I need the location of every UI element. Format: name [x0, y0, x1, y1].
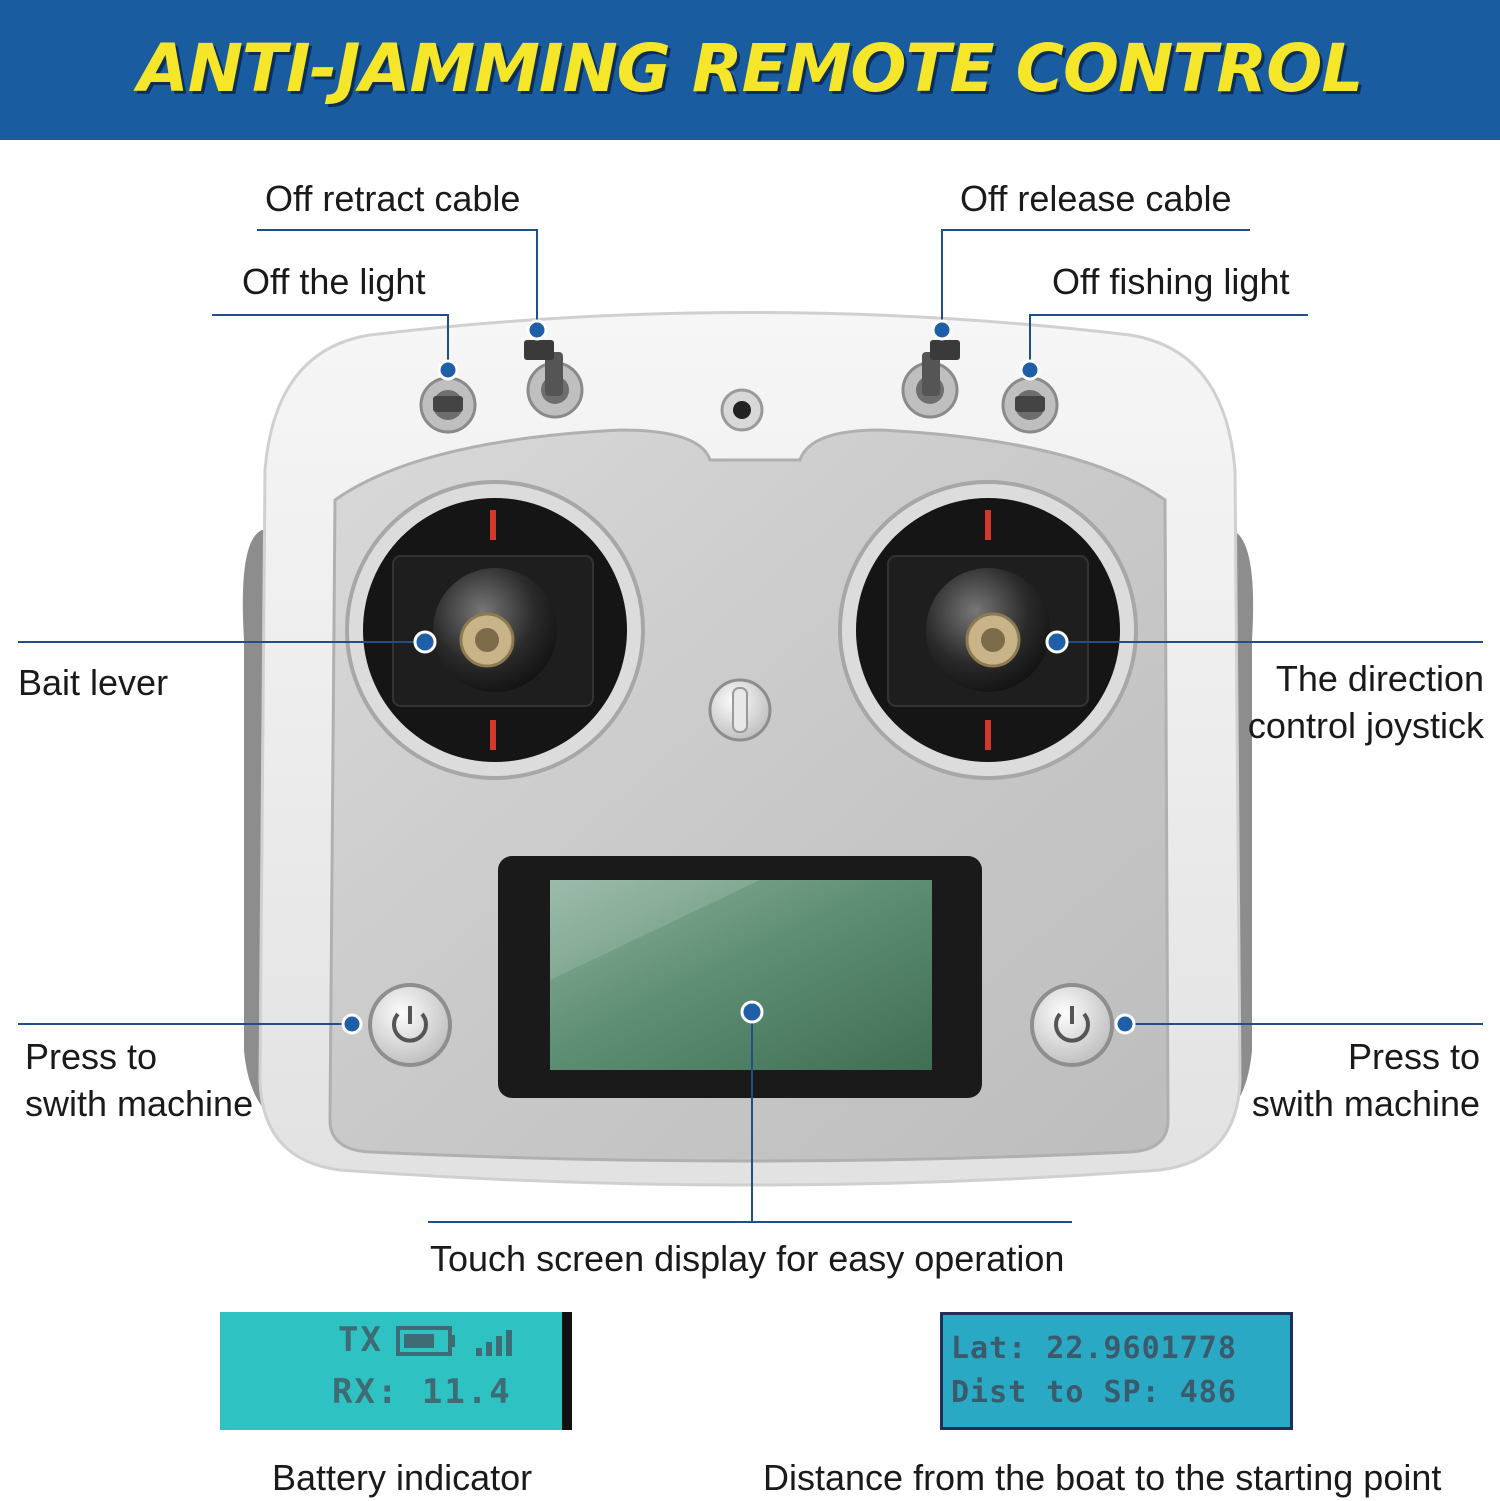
label-off-release-cable: Off release cable	[960, 178, 1232, 219]
switch-swc	[901, 340, 960, 419]
tx-label: TX	[338, 1320, 383, 1360]
label-off-retract-cable: Off retract cable	[265, 178, 521, 219]
label-press-right-2: swith machine	[1251, 1083, 1480, 1124]
label-press-right-1: Press to	[1347, 1036, 1480, 1077]
right-stick-gimbal	[838, 480, 1138, 780]
label-direction-joystick-2: control joystick	[1247, 705, 1484, 746]
gps-lcd-panel: Lat: 22.9601778 Dist to SP: 486	[940, 1312, 1293, 1430]
label-off-the-light: Off the light	[242, 261, 426, 302]
label-press-left-2: swith machine	[25, 1083, 254, 1124]
callout-dots	[341, 319, 1136, 1035]
switch-swb	[524, 340, 584, 419]
dist-reading: Dist to SP: 486	[951, 1375, 1237, 1410]
label-direction-joystick-1: The direction	[1275, 658, 1484, 699]
lat-reading: Lat: 22.9601778	[951, 1331, 1237, 1366]
battery-lcd-panel: TX RX: 11.4	[220, 1312, 572, 1430]
header-banner: ANTI-JAMMING REMOTE CONTROL	[0, 0, 1500, 140]
label-touch-screen: Touch screen display for easy operation	[430, 1238, 1065, 1279]
power-button-left	[368, 983, 452, 1067]
center-knob	[708, 678, 772, 742]
label-press-left-1: Press to	[25, 1036, 158, 1077]
battery-icon	[396, 1326, 512, 1356]
switch-swa	[419, 376, 477, 434]
callout-lines	[18, 229, 1483, 1223]
left-stick-gimbal	[345, 480, 645, 780]
caption-battery-indicator: Battery indicator	[272, 1457, 533, 1498]
label-off-fishing-light: Off fishing light	[1052, 261, 1290, 302]
page-title: ANTI-JAMMING REMOTE CONTROL	[137, 30, 1364, 107]
label-bait-lever: Bait lever	[18, 662, 169, 703]
rx-reading: RX: 11.4	[332, 1372, 512, 1412]
caption-distance: Distance from the boat to the starting p…	[763, 1457, 1442, 1498]
power-button-right	[1030, 983, 1114, 1067]
switch-swd	[1001, 376, 1059, 434]
touch-screen	[550, 880, 932, 1070]
